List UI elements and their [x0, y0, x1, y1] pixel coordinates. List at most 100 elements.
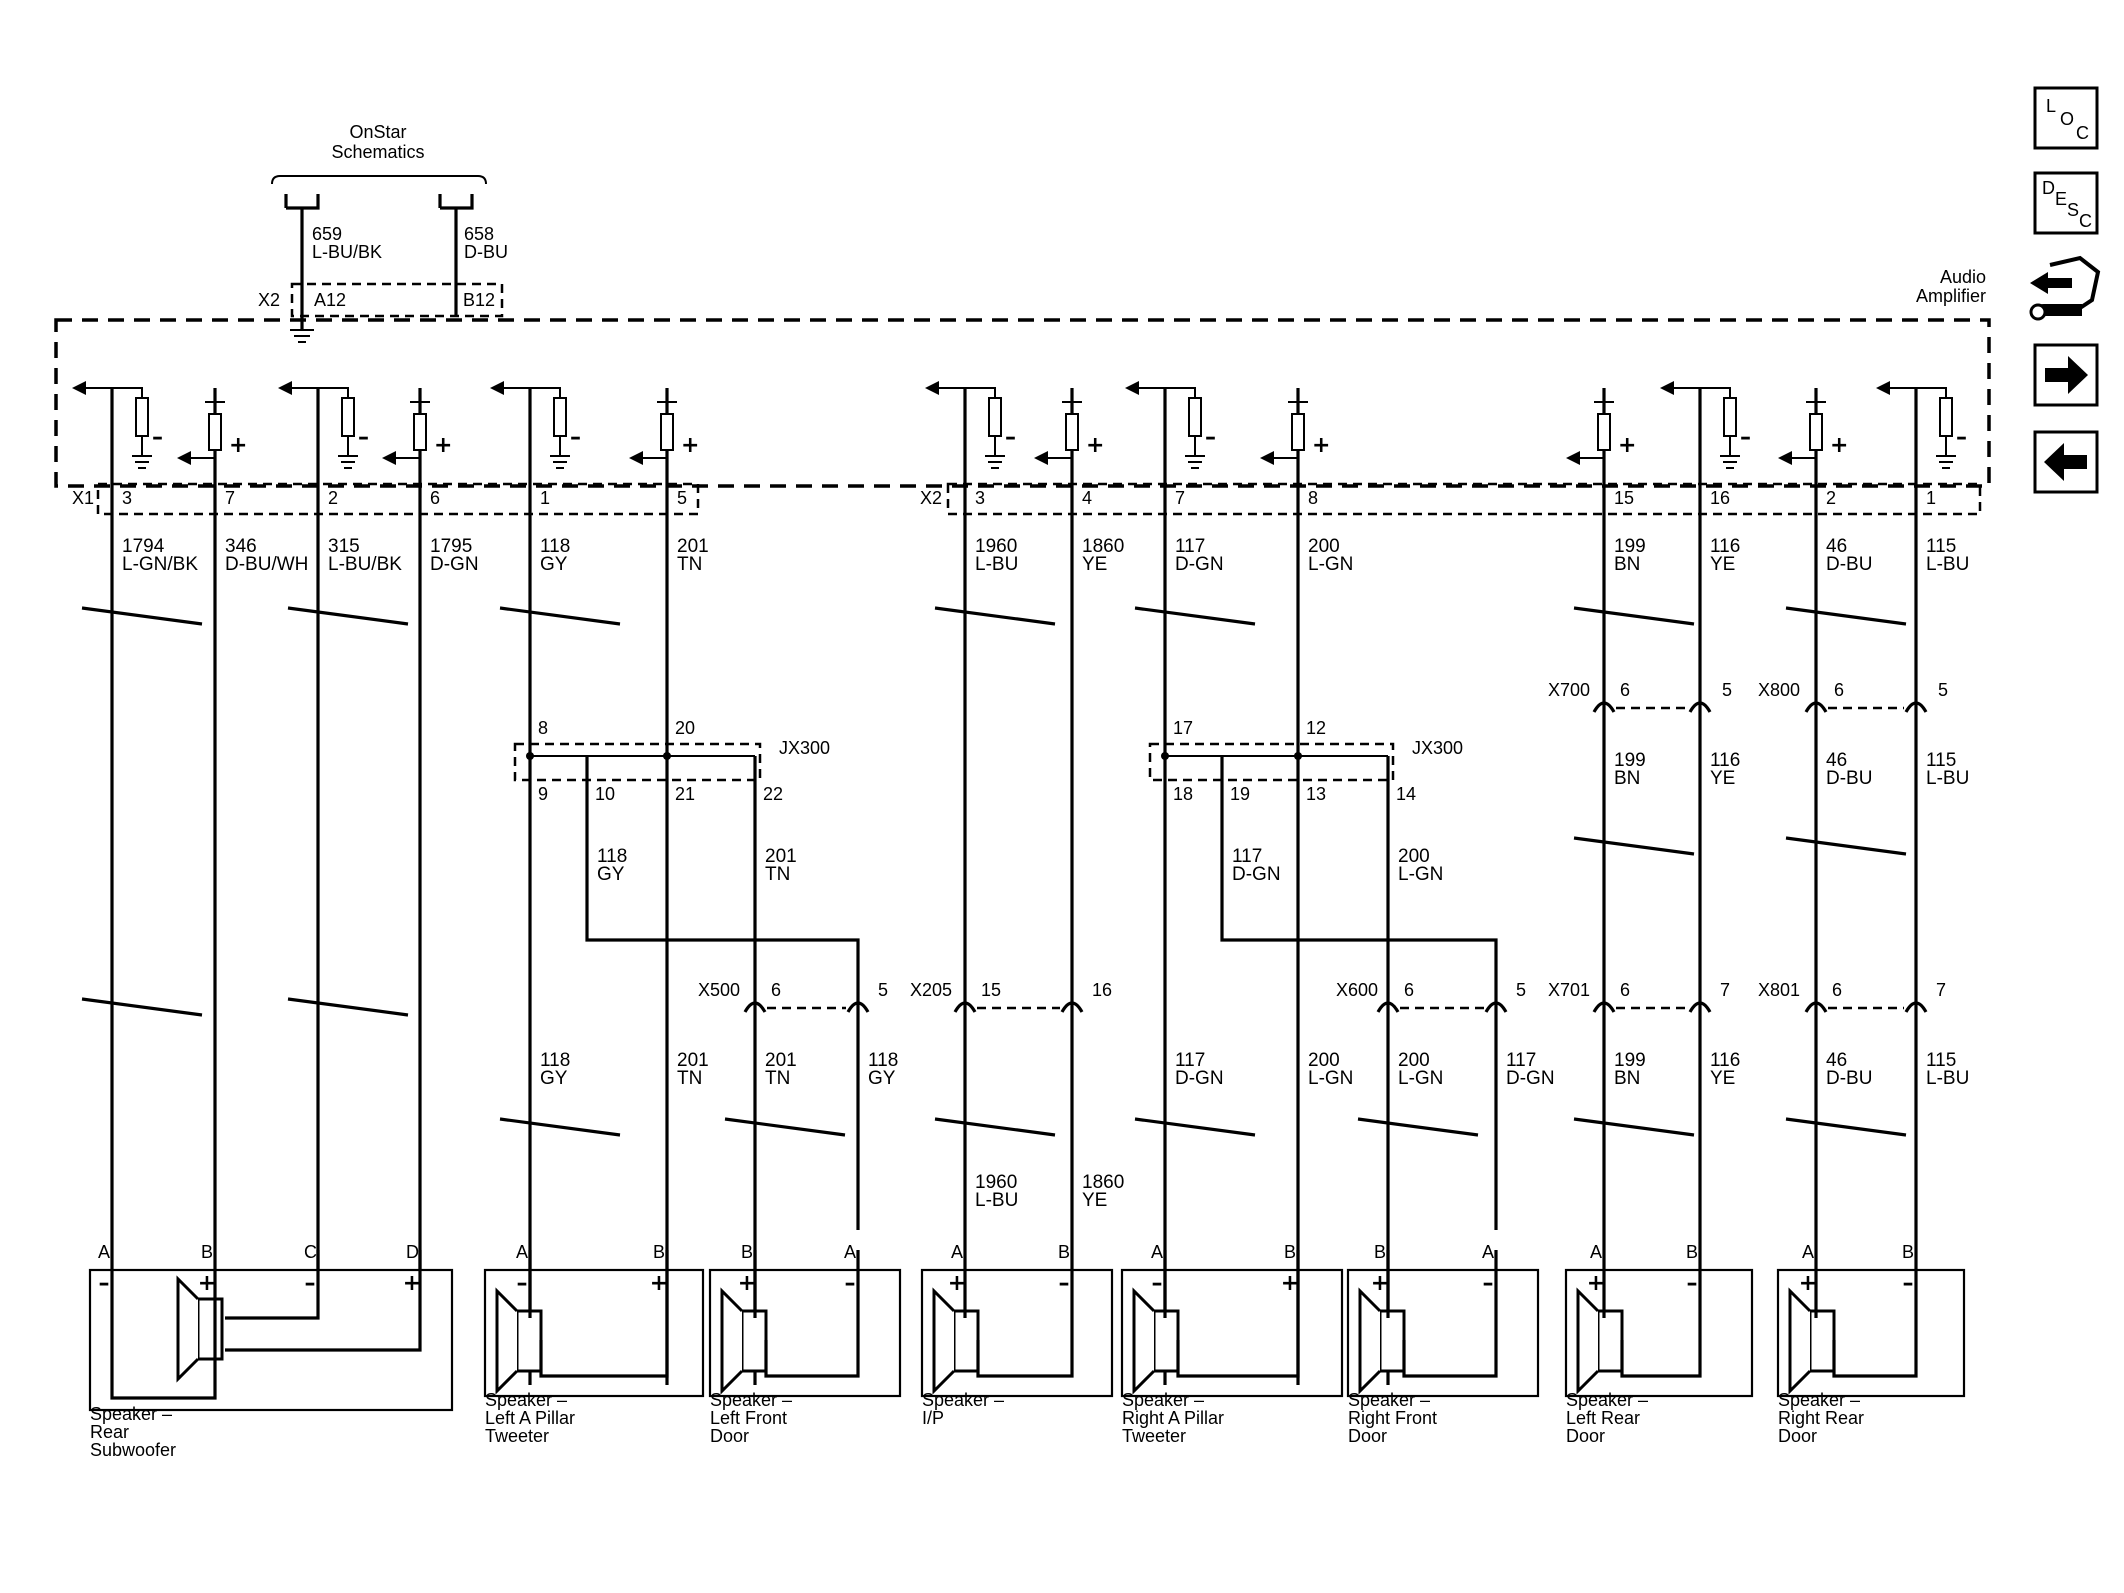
- speaker-3[interactable]: A+B–Speaker –I/P: [920, 1242, 1114, 1428]
- amp-pin-number: 6: [430, 488, 440, 508]
- wire-break-mark: [1785, 836, 1907, 856]
- speaker-label: Door: [710, 1426, 749, 1446]
- amp-pin-number: 8: [1308, 488, 1318, 508]
- speaker-pin: A: [1151, 1242, 1163, 1262]
- inline-pin: 6: [1832, 980, 1842, 1000]
- pin-b12: B12: [463, 290, 495, 310]
- speaker-pin: A: [1590, 1242, 1602, 1262]
- lower-wire-number: 1960: [975, 1172, 1017, 1193]
- onstar-reference[interactable]: OnStar Schematics: [271, 122, 487, 185]
- wire-break-mark: [287, 997, 409, 1017]
- component-icon[interactable]: [2029, 255, 2101, 321]
- speaker-housing: [1346, 1268, 1540, 1398]
- lower-wire-color: L-BU: [975, 1190, 1018, 1211]
- speaker-magnet-icon: [196, 1297, 224, 1361]
- wire-number: 46: [1826, 750, 1847, 771]
- amp-pin-number: 5: [677, 488, 687, 508]
- speaker-polarity: +: [1281, 1271, 1299, 1296]
- speaker-label: Right Front: [1348, 1408, 1437, 1428]
- lower-wire-number: 116: [1710, 1050, 1740, 1071]
- splice-name: JX300: [779, 738, 830, 758]
- wire-break-mark: [1785, 1117, 1907, 1137]
- amp-pin-number: 1: [540, 488, 550, 508]
- polarity-plus: +: [681, 433, 699, 458]
- wire-break-mark: [934, 606, 1056, 626]
- inline-terminal-icon: [1484, 1001, 1508, 1013]
- speaker-cone-icon: [1788, 1287, 1812, 1395]
- onstar-x2-label: X2: [258, 290, 280, 310]
- amp-pin-number: 2: [328, 488, 338, 508]
- inline-terminal-icon: [1060, 1001, 1084, 1013]
- resistor-icon: [413, 413, 427, 451]
- next-arrow-icon[interactable]: [2033, 343, 2099, 407]
- onstar-pin-right: [438, 194, 474, 210]
- speaker-polarity: +: [403, 1271, 421, 1296]
- inline-name: X500: [698, 980, 740, 1000]
- previous-arrow-icon[interactable]: [2033, 430, 2099, 494]
- speaker-polarity: +: [738, 1271, 756, 1296]
- polarity-minus: –: [1005, 425, 1016, 450]
- speaker-label: Door: [1778, 1426, 1817, 1446]
- speaker-pin: A: [516, 1242, 528, 1262]
- resistor-icon: [1723, 397, 1737, 437]
- speaker-pin: A: [1802, 1242, 1814, 1262]
- speaker-polarity: +: [1799, 1271, 1817, 1296]
- circuit-number: 1860: [1082, 536, 1124, 557]
- inline-name: X205: [910, 980, 952, 1000]
- circuit-number: 201: [677, 536, 709, 557]
- inline-pin: 15: [981, 980, 1001, 1000]
- inline-pin: 5: [1516, 980, 1526, 1000]
- speaker-label: Right Rear: [1778, 1408, 1864, 1428]
- speaker-magnet-icon: [1378, 1309, 1406, 1373]
- speaker-polarity: –: [1903, 1271, 1914, 1296]
- wire-659-num: 659: [312, 224, 342, 244]
- circuit-number: 199: [1614, 536, 1646, 557]
- speaker-lead-right: [1832, 1270, 1918, 1378]
- lower-wire-color: TN: [677, 1068, 702, 1089]
- pin-a12: A12: [314, 290, 346, 310]
- lower-wire-color: L-BU: [1926, 1068, 1969, 1089]
- speaker-pin: B: [1902, 1242, 1914, 1262]
- lower-wire-number: 118: [540, 1050, 570, 1071]
- desc-icon[interactable]: D E S C: [2033, 171, 2099, 235]
- arrow-head-icon: [1034, 451, 1048, 465]
- speaker-polarity: –: [99, 1271, 110, 1296]
- splice-bottom-pin: 18: [1173, 784, 1193, 804]
- desc-letter-e: E: [2055, 189, 2067, 209]
- speaker-label: Speaker –: [710, 1390, 792, 1410]
- inline-terminal-icon: [1904, 701, 1928, 713]
- lower-wire-color: D-GN: [1506, 1068, 1555, 1089]
- speaker-cone-icon: [720, 1287, 744, 1395]
- polarity-plus: +: [1086, 433, 1104, 458]
- speaker-housing: [920, 1268, 1114, 1398]
- wire-break-mark: [499, 1117, 621, 1137]
- wire-break-mark: [287, 606, 409, 626]
- circuit-color: D-GN: [430, 554, 479, 575]
- circuit-color: D-BU/WH: [225, 554, 308, 575]
- arrow-head-icon: [1566, 451, 1580, 465]
- speaker-pin: A: [1482, 1242, 1494, 1262]
- speaker-pin: B: [1058, 1242, 1070, 1262]
- loc-icon[interactable]: L O C: [2033, 86, 2099, 150]
- x1-connector: [96, 482, 700, 516]
- desc-letter-c: C: [2079, 211, 2092, 231]
- amp-pin-number: 1: [1926, 488, 1936, 508]
- speaker-housing: [1564, 1268, 1754, 1398]
- lower-wire-number: 46: [1826, 1050, 1847, 1071]
- onstar-ground-symbol: [290, 329, 314, 343]
- inline-terminal-icon: [953, 1001, 977, 1013]
- inline-terminal-icon: [1376, 1001, 1400, 1013]
- arrow-head-icon: [72, 381, 86, 395]
- wire-658-num: 658: [464, 224, 494, 244]
- inline-terminal-icon: [1592, 701, 1616, 713]
- audio-amplifier-box[interactable]: [54, 318, 1991, 488]
